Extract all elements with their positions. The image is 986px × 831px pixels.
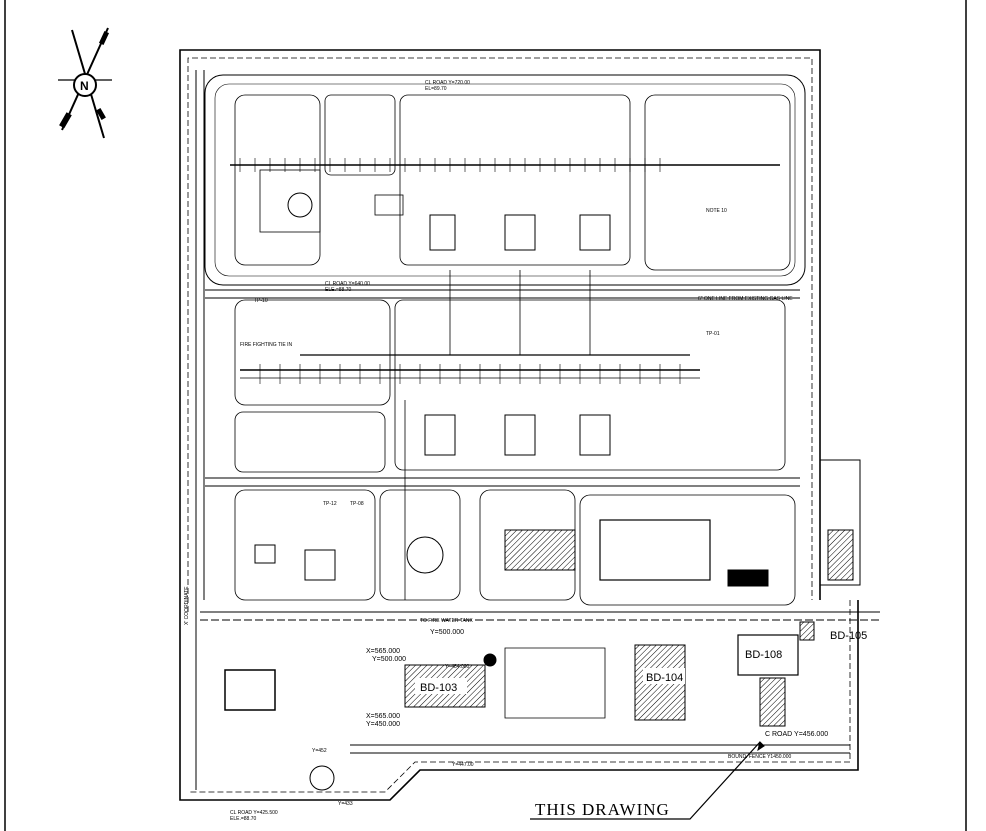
building-bd105-label: BD-105	[830, 630, 867, 642]
road-east-label: C ROAD Y=456.000	[765, 731, 828, 738]
pipe-rack	[230, 164, 780, 600]
road-middle-label: CL ROAD Y=640.00	[325, 281, 370, 287]
this-drawing-leader	[530, 741, 765, 820]
tp10-label: TP-10	[254, 298, 268, 304]
rack-supports	[239, 158, 681, 384]
road-network	[195, 70, 880, 790]
buildings	[404, 621, 815, 721]
tp01-label: TP-01	[706, 331, 720, 337]
bd104-plate	[643, 668, 685, 684]
road-north-label: CL ROAD Y=720.00	[425, 80, 470, 86]
coord-b-x: X=565.000	[366, 713, 400, 720]
row-label: Y=500.000	[430, 629, 464, 636]
road-north-elev: EL=89.70	[425, 86, 447, 92]
to-tank-note: TO FIRE WATER TANK	[420, 618, 473, 624]
coord-a-y: Y=500.000	[372, 656, 406, 663]
site-boundary	[179, 49, 859, 801]
x-coordinate-label: X' COORDINATE	[184, 586, 190, 625]
road-south-elev: ELE.=88.70	[230, 816, 256, 822]
north-arrow-icon	[58, 27, 112, 139]
coord-a-x: X=565.000	[366, 648, 400, 655]
building-bd108-label: BD-108	[745, 649, 782, 661]
coord-y433: Y=433	[338, 801, 353, 807]
coord-y452: Y=452	[312, 748, 327, 754]
fence-label: BOUND. FENCE Y1450.000	[728, 754, 791, 760]
north-letter: N	[80, 79, 89, 93]
coord-y484: Y=484.000	[445, 664, 470, 670]
tp08-label: TP-08	[350, 501, 364, 507]
building-bd104-label: BD-104	[646, 672, 683, 684]
road-middle-elev: ELE.=88.70	[325, 287, 351, 293]
fire-tie-note: FIRE FIGHTING TIE IN	[240, 342, 293, 348]
equipment	[224, 192, 861, 791]
pipe-note: 6" ONE LINE FROM EXISTING GAS LINE	[698, 296, 793, 302]
road-south-label: CL ROAD Y=425.500	[230, 810, 278, 816]
bd103-plate	[415, 678, 467, 694]
note-10: NOTE 10	[706, 208, 727, 214]
coord-y447: Y=447.00	[452, 762, 474, 768]
coord-b-y: Y=450.000	[366, 721, 400, 728]
process-blocks	[234, 94, 796, 606]
building-bd103-label: BD-103	[420, 682, 457, 694]
this-drawing-label: THIS DRAWING	[535, 800, 670, 819]
tp12-label: TP-12	[323, 501, 337, 507]
